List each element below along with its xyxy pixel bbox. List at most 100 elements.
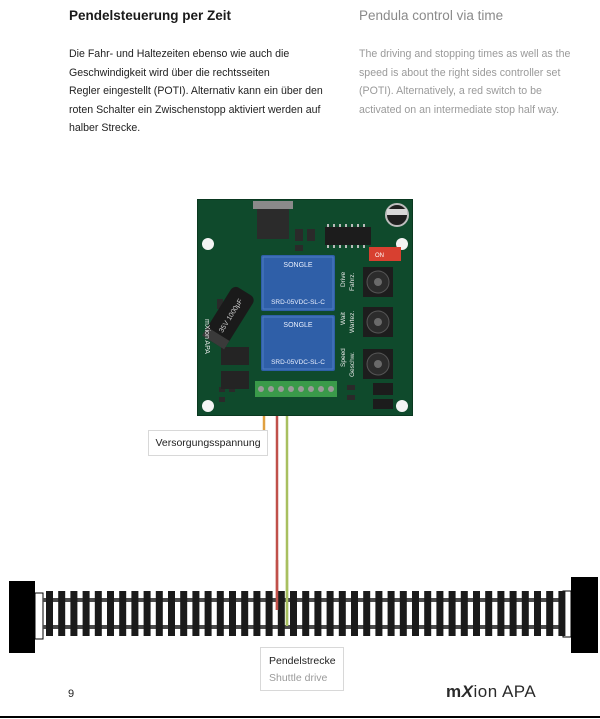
sleeper: [460, 591, 468, 636]
track-diagram: [9, 577, 598, 653]
sleeper: [546, 591, 554, 636]
bottom-rule: [0, 716, 600, 718]
english-line: (POTI). Alternatively, a red switch to b…: [359, 85, 542, 98]
english-column: Pendula control via time The driving and…: [359, 8, 589, 119]
sleeper: [473, 591, 480, 636]
small-ic: [373, 383, 393, 395]
english-paragraph: The driving and stopping times as well a…: [359, 45, 589, 119]
svg-text:Geschw.: Geschw.: [349, 352, 356, 377]
potentiometer: [363, 267, 393, 297]
mounting-hole: [202, 400, 214, 412]
sleeper: [204, 591, 212, 636]
sleeper: [314, 591, 322, 636]
sleeper: [363, 591, 371, 636]
sleeper: [521, 591, 529, 636]
sleeper: [387, 591, 395, 636]
svg-text:Wartez.: Wartez.: [349, 311, 356, 333]
track-label-de: Pendelstrecke: [269, 655, 336, 667]
sleeper: [107, 591, 114, 636]
german-line: Geschwindigkeit wird über die rechtsseit…: [69, 66, 270, 79]
sleeper: [558, 591, 566, 636]
german-column: Pendelsteuerung per Zeit Die Fahr- und H…: [69, 8, 337, 138]
german-line: halber Strecke.: [69, 122, 141, 135]
sleeper: [485, 591, 493, 636]
relay-1: SONGLE SRD-05VDC-SL-C: [261, 255, 335, 311]
red-switch: [369, 247, 401, 261]
svg-text:Fahrz.: Fahrz.: [349, 272, 356, 291]
shuttle-track-callout: Pendelstrecke Shuttle drive: [260, 647, 344, 691]
english-line: activated on an intermediate stop half w…: [359, 103, 560, 116]
sleeper: [326, 591, 334, 636]
sleeper: [302, 591, 310, 636]
relay-2: SONGLE SRD-05VDC-SL-C: [261, 315, 335, 371]
english-line: speed is about the right sides controlle…: [359, 66, 561, 79]
german-line: roten Schalter ein Zwischenstopp aktivie…: [69, 103, 321, 116]
left-buffer: [9, 581, 35, 653]
relay-brand: SONGLE: [283, 322, 313, 329]
svg-text:ON: ON: [375, 253, 384, 259]
sleeper: [509, 591, 517, 636]
supply-voltage-callout: Versorgungsspannung: [148, 430, 268, 456]
sleeper: [131, 591, 139, 636]
mounting-hole: [396, 400, 408, 412]
svg-text:Speed: Speed: [340, 348, 347, 367]
potentiometer: [363, 307, 393, 337]
sleeper: [375, 591, 383, 636]
silk-labels: Speed Wait Drive Fahrz. Wartez. Geschw.: [340, 271, 356, 377]
sleeper: [155, 591, 163, 636]
ic-chip: [325, 227, 371, 245]
sleeper: [265, 591, 273, 636]
sleeper: [241, 591, 249, 636]
silk-brand: mXion APA: [203, 319, 210, 354]
relay-brand: SONGLE: [283, 262, 313, 269]
potentiometer: [363, 349, 393, 379]
sleeper: [290, 591, 297, 636]
german-line: Regler eingestellt (POTI). Alternativ ka…: [69, 85, 323, 98]
small-ic: [373, 399, 393, 409]
sleeper: [82, 591, 90, 636]
english-line: The driving and stopping times as well a…: [359, 48, 571, 60]
sleepers: [46, 591, 566, 636]
svg-text:Wait: Wait: [340, 312, 347, 325]
pcb-board: SONGLE SRD-05VDC-SL-C SONGLE SRD-05VDC-S…: [197, 199, 413, 416]
sleeper: [229, 591, 236, 636]
track-label-en: Shuttle drive: [269, 672, 328, 684]
relay-model: SRD-05VDC-SL-C: [271, 299, 325, 306]
german-heading: Pendelsteuerung per Zeit: [69, 8, 232, 23]
german-line: Die Fahr- und Haltezeiten ebenso wie auc…: [69, 48, 290, 60]
sleeper: [94, 591, 102, 636]
english-heading: Pendula control via time: [359, 8, 504, 23]
terminal-block: [255, 381, 337, 397]
voltage-regulator: [257, 205, 289, 239]
large-capacitor: 35V 1000μF: [202, 286, 254, 350]
german-paragraph: Die Fahr- und Haltezeiten ebenso wie auc…: [69, 45, 337, 138]
relay-model: SRD-05VDC-SL-C: [271, 359, 325, 366]
sleeper: [180, 591, 188, 636]
sleeper: [448, 591, 456, 636]
svg-text:Drive: Drive: [340, 271, 347, 287]
sleeper: [412, 591, 419, 636]
sleeper: [192, 591, 200, 636]
sleeper: [46, 591, 53, 636]
sleeper: [70, 591, 78, 636]
sleeper: [534, 591, 541, 636]
sleeper: [168, 591, 175, 636]
sleeper: [143, 591, 151, 636]
sleeper: [436, 591, 444, 636]
sleeper: [497, 591, 505, 636]
sleeper: [216, 591, 224, 636]
sleeper: [338, 591, 346, 636]
diode: [221, 347, 249, 365]
sleeper: [351, 591, 358, 636]
right-buffer: [571, 577, 598, 653]
sleeper: [253, 591, 261, 636]
sleeper: [424, 591, 432, 636]
sleeper: [58, 591, 66, 636]
diode: [221, 371, 249, 389]
sleeper: [277, 591, 285, 636]
mounting-hole: [202, 238, 214, 250]
sleeper: [399, 591, 407, 636]
sleeper: [119, 591, 127, 636]
mxion-logo: mXion APA: [446, 682, 537, 701]
